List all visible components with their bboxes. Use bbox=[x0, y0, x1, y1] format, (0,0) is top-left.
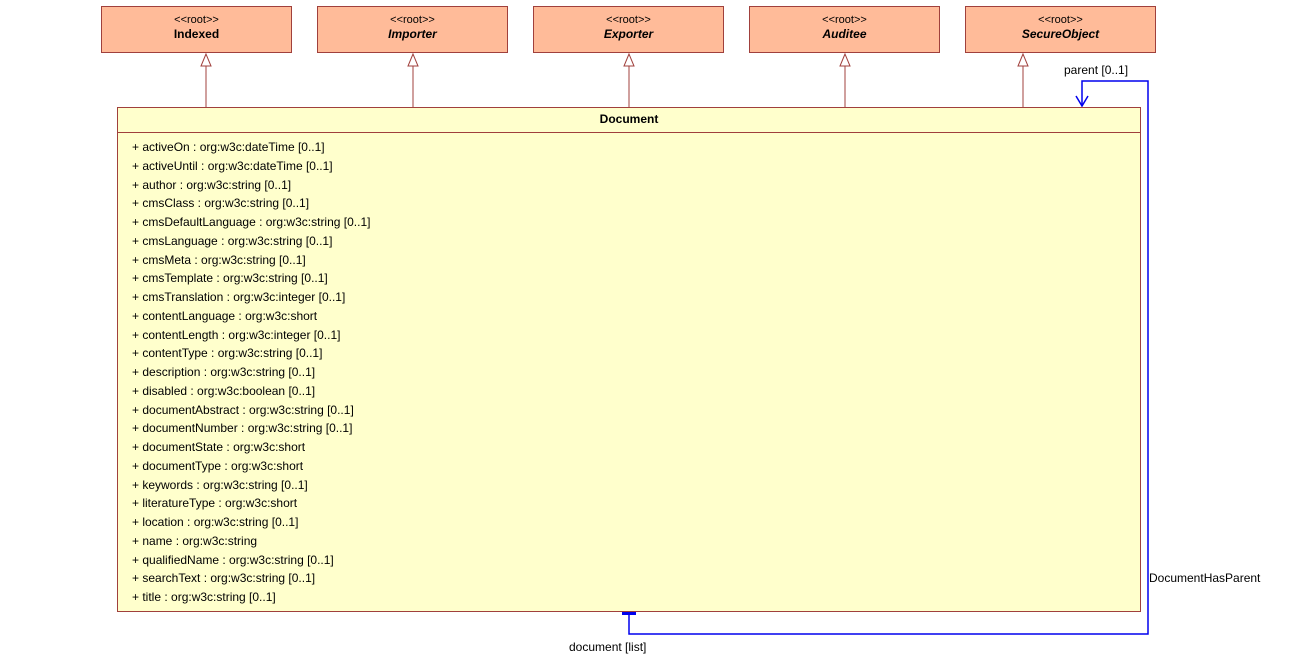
class-name: Document bbox=[118, 108, 1140, 133]
association-name-label: DocumentHasParent bbox=[1149, 571, 1261, 585]
stereotype-label: <<root>> bbox=[174, 14, 219, 26]
generalization-arrowhead-exporter bbox=[623, 52, 635, 67]
role-label-document: document [list] bbox=[569, 640, 647, 654]
class-auditee[interactable]: <<root>> Auditee bbox=[749, 6, 940, 53]
class-importer[interactable]: <<root>> Importer bbox=[317, 6, 508, 53]
attribute-name: + name : org:w3c:string bbox=[132, 533, 258, 548]
attribute-qualifiedname: + qualifiedName : org:w3c:string [0..1] bbox=[132, 552, 334, 567]
class-indexed[interactable]: <<root>> Indexed bbox=[101, 6, 292, 53]
attribute-activeuntil: + activeUntil : org:w3c:dateTime [0..1] bbox=[132, 158, 333, 173]
class-name: Auditee bbox=[822, 27, 867, 41]
stereotype-label: <<root>> bbox=[390, 14, 435, 26]
attribute-documenttype: + documentType : org:w3c:short bbox=[132, 458, 304, 473]
generalization-arrowhead-auditee bbox=[839, 52, 851, 67]
attribute-location: + location : org:w3c:string [0..1] bbox=[132, 515, 299, 529]
generalization-arrowhead-indexed bbox=[200, 52, 212, 67]
attribute-literaturetype: + literatureType : org:w3c:short bbox=[132, 496, 298, 511]
attribute-contentlength: + contentLength : org:w3c:integer [0..1] bbox=[132, 327, 341, 342]
attribute-documentstate: + documentState : org:w3c:short bbox=[132, 440, 306, 454]
class-exporter[interactable]: <<root>> Exporter bbox=[533, 6, 724, 53]
attribute-contenttype: + contentType : org:w3c:string [0..1] bbox=[132, 346, 323, 361]
stereotype-label: <<root>> bbox=[822, 14, 867, 26]
generalization-arrowhead-importer bbox=[407, 52, 419, 67]
class-secureobject[interactable]: <<root>> SecureObject bbox=[965, 6, 1156, 53]
stereotype-label: <<root>> bbox=[1038, 14, 1083, 26]
attribute-title: + title : org:w3c:string [0..1] bbox=[132, 590, 276, 604]
attribute-cmstemplate: + cmsTemplate : org:w3c:string [0..1] bbox=[132, 271, 328, 286]
association-arrowhead bbox=[1075, 95, 1089, 108]
attribute-searchtext: + searchText : org:w3c:string [0..1] bbox=[132, 571, 316, 586]
attribute-cmsdefaultlanguage: + cmsDefaultLanguage : org:w3c:string [0… bbox=[132, 215, 371, 229]
stereotype-label: <<root>> bbox=[606, 14, 651, 26]
association-line bbox=[628, 80, 1149, 635]
class-name: SecureObject bbox=[1021, 27, 1100, 41]
attribute-activeon: + activeOn : org:w3c:dateTime [0..1] bbox=[132, 140, 325, 154]
class-name: Importer bbox=[388, 27, 437, 41]
attribute-keywords: + keywords : org:w3c:string [0..1] bbox=[132, 477, 308, 492]
generalization-arrows bbox=[200, 52, 1029, 107]
attribute-cmslanguage: + cmsLanguage : org:w3c:string [0..1] bbox=[132, 233, 333, 248]
attribute-cmsclass: + cmsClass : org:w3c:string [0..1] bbox=[132, 196, 310, 211]
attribute-documentnumber: + documentNumber : org:w3c:string [0..1] bbox=[132, 421, 353, 436]
association-end-marker bbox=[622, 612, 636, 615]
attribute-list: + activeOn : org:w3c:dateTime [0..1] + a… bbox=[118, 133, 1140, 607]
attribute-cmstranslation: + cmsTranslation : org:w3c:integer [0..1… bbox=[132, 290, 346, 304]
class-document[interactable]: Document + activeOn : org:w3c:dateTime [… bbox=[117, 107, 1141, 612]
attribute-contentlanguage: + contentLanguage : org:w3c:short bbox=[132, 308, 318, 323]
class-name: Exporter bbox=[603, 27, 654, 41]
generalization-arrowhead-secureobject bbox=[1017, 52, 1029, 67]
class-name: Indexed bbox=[173, 27, 220, 41]
attribute-documentabstract: + documentAbstract : org:w3c:string [0..… bbox=[132, 402, 354, 417]
role-label-parent: parent [0..1] bbox=[1064, 63, 1129, 77]
attribute-cmsmeta: + cmsMeta : org:w3c:string [0..1] bbox=[132, 252, 306, 267]
attribute-description: + description : org:w3c:string [0..1] bbox=[132, 365, 316, 379]
attribute-author: + author : org:w3c:string [0..1] bbox=[132, 177, 292, 192]
attribute-disabled: + disabled : org:w3c:boolean [0..1] bbox=[132, 383, 316, 398]
